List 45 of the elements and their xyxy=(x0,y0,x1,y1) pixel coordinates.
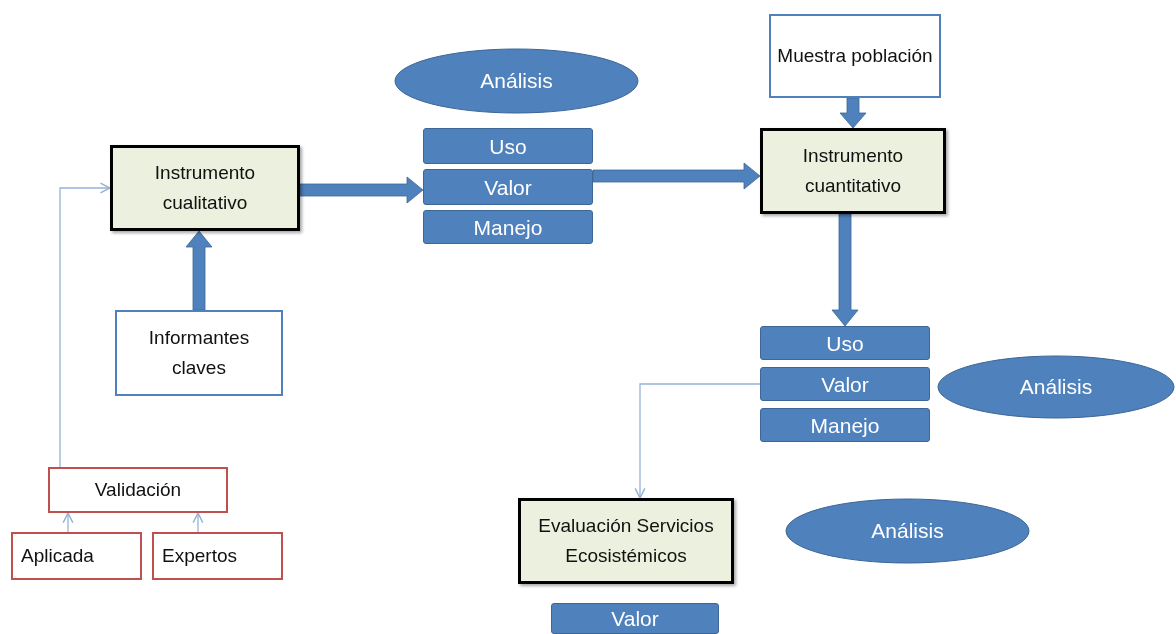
box-label: Aplicada xyxy=(21,543,94,568)
arrow xyxy=(62,512,74,533)
process-box xyxy=(115,310,283,396)
ellipse-node xyxy=(394,48,639,114)
category-bar xyxy=(760,326,930,360)
process-box xyxy=(11,532,142,580)
box-label: Instrumento cualitativo xyxy=(153,160,257,215)
box-label: Análisis xyxy=(480,68,553,95)
process-box xyxy=(769,14,941,98)
process-box xyxy=(48,467,228,513)
box-label: Uso xyxy=(489,135,527,157)
box-label: Valor xyxy=(484,176,532,198)
box-label: Valor xyxy=(821,373,869,395)
block-arrow xyxy=(299,176,424,204)
box-label: Valor xyxy=(611,608,659,629)
category-bar xyxy=(760,408,930,442)
category-bar xyxy=(760,367,930,401)
process-box xyxy=(110,145,300,231)
box-label: Expertos xyxy=(162,543,237,568)
category-bar xyxy=(423,128,593,164)
box-label: Informantes claves xyxy=(147,325,251,380)
category-bar xyxy=(423,210,593,244)
block-arrow xyxy=(592,162,761,190)
box-label: Manejo xyxy=(473,216,543,238)
box-label: Muestra población xyxy=(777,43,933,68)
process-box xyxy=(152,532,283,580)
box-label: Uso xyxy=(826,332,864,354)
arrow xyxy=(634,383,761,499)
box-label: Manejo xyxy=(810,414,880,436)
box-label: Evaluación Servicios Ecosistémicos xyxy=(537,513,715,568)
block-arrow xyxy=(839,97,867,129)
process-box xyxy=(760,128,946,214)
box-label: Análisis xyxy=(1019,374,1093,401)
box-label: Análisis xyxy=(871,518,944,545)
ellipse-node xyxy=(937,355,1175,419)
category-bar xyxy=(551,603,719,634)
block-arrow xyxy=(831,213,859,327)
arrow xyxy=(192,512,204,533)
process-box xyxy=(518,498,734,584)
arrow xyxy=(59,182,111,468)
category-bar xyxy=(423,169,593,205)
block-arrow xyxy=(185,230,213,311)
box-label: Instrumento cuantitativo xyxy=(801,143,905,198)
box-label: Validación xyxy=(94,477,182,502)
ellipse-node xyxy=(785,498,1030,564)
